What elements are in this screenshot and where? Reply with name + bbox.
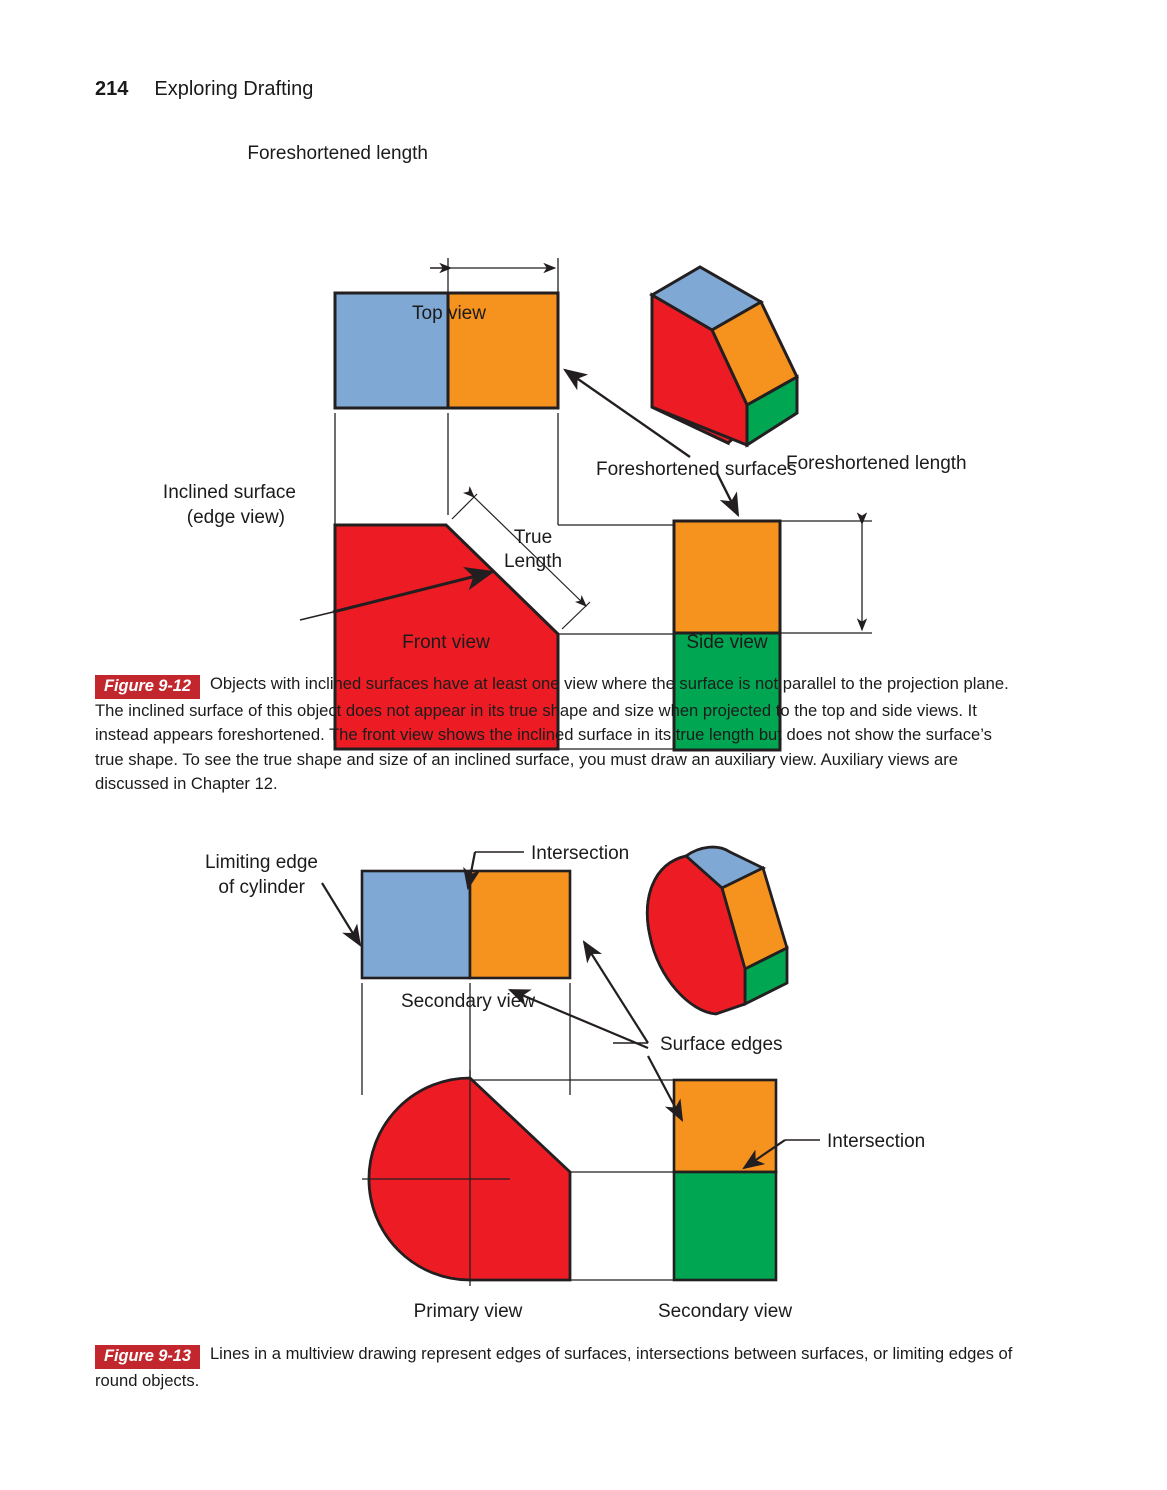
isometric-pictorial-9-12 (649, 265, 799, 448)
figure-9-13-badge: Figure 9-13 (95, 1345, 200, 1369)
label-foreshortened-surfaces: Foreshortened surfaces (596, 459, 797, 480)
label-limiting-edge-line1: Limiting edge (205, 852, 318, 873)
iso13-red-front-face (646, 854, 747, 1016)
top-view-blue-face (333, 291, 450, 410)
label-inclined-surface-line1: Inclined surface (163, 482, 296, 503)
projection-lines-top-to-primary (361, 983, 571, 1095)
label-true-length-line2: Length (504, 551, 562, 572)
label-surface-edges: Surface edges (660, 1034, 783, 1055)
top-view-orange-face (446, 291, 560, 410)
leader-limiting-edge (321, 882, 362, 947)
isometric-pictorial-9-13 (646, 845, 789, 1016)
label-limiting-edge-line2: of cylinder (218, 877, 305, 898)
figure-9-13-caption-text: Lines in a multiview drawing represent e… (95, 1344, 1013, 1390)
leader-intersection-top (463, 851, 524, 891)
label-true-length-line1: True (514, 527, 552, 548)
figure-9-12-caption-text: Objects with inclined surfaces have at l… (95, 674, 1009, 794)
label-foreshortened-length-side: Foreshortened length (786, 453, 967, 474)
side-view-orange-face (672, 519, 782, 635)
side-view-green-face (672, 631, 782, 752)
leader-surface-edges (507, 940, 684, 1122)
leader-inclined-surface (299, 566, 495, 621)
iso13-blue-top-face (683, 845, 767, 890)
label-primary-view: Primary view (414, 1301, 523, 1322)
page-number: 214 (95, 78, 129, 100)
leader-to-top-view (563, 368, 691, 458)
leader-foreshortened-surfaces (563, 368, 740, 518)
figure-9-13-illustration: Secondary view Intersection Limiting edg… (0, 830, 1167, 1335)
dim-true-length (451, 486, 591, 630)
dim-foreshortened-length-top (430, 258, 559, 293)
dim-foreshortened-length-side (780, 512, 872, 634)
primary-view-centerlines (362, 1070, 510, 1286)
secondary-top-view-drawing (360, 869, 572, 980)
secondary-top-orange-face (468, 869, 572, 980)
label-front-view: Front view (402, 632, 490, 653)
top-view-drawing (333, 291, 560, 410)
figure-9-12-badge: Figure 9-12 (95, 675, 200, 699)
secondary-right-orange-face (672, 1078, 778, 1174)
figure-9-12-illustration: Foreshortened length Top view Front view (0, 115, 1167, 752)
label-side-view: Side view (686, 632, 768, 653)
book-title: Exploring Drafting (154, 78, 314, 100)
running-head: 214 Exploring Drafting (95, 78, 313, 101)
label-intersection-top: Intersection (531, 843, 629, 864)
secondary-right-green-face (672, 1170, 778, 1282)
iso-red-front-face (650, 292, 749, 448)
leader-intersection-right (742, 1139, 820, 1170)
leader-surface-edges-to-secondary-label (507, 988, 649, 1050)
projection-lines-top-to-front (334, 413, 559, 525)
label-foreshortened-length-top: Foreshortened length (247, 143, 428, 164)
leader-surface-edges-to-top (582, 940, 649, 1044)
leader-to-side-view (715, 472, 740, 518)
label-inclined-surface-line2: (edge view) (187, 507, 285, 528)
label-secondary-view-top: Secondary view (401, 991, 535, 1012)
leader-surface-edges-to-secondary (647, 1055, 684, 1122)
secondary-top-blue-face (360, 869, 472, 980)
label-top-view: Top view (412, 303, 486, 324)
projection-lines-primary-to-secondary (470, 1079, 680, 1281)
label-secondary-view-bottom: Secondary view (658, 1301, 792, 1322)
secondary-right-view-drawing (672, 1078, 778, 1282)
side-view-drawing (672, 519, 782, 752)
label-intersection-right: Intersection (827, 1131, 925, 1152)
